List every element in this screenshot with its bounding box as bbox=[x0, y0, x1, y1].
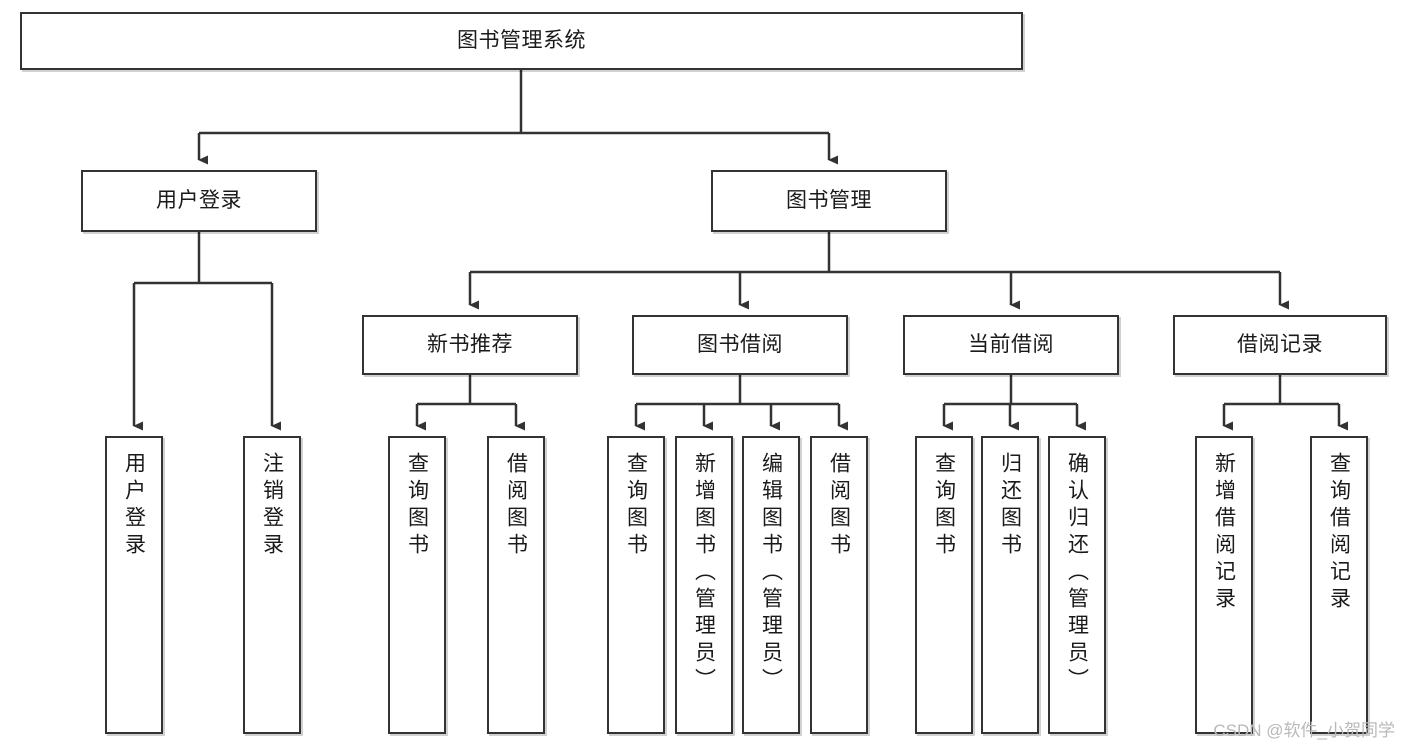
node-leaf-user-logout[interactable]: 注销登录 bbox=[243, 436, 301, 734]
node-leaf-borrow-book-1[interactable]: 借阅图书 bbox=[487, 436, 545, 734]
node-leaf-confirm-return[interactable]: 确认归还（管理员） bbox=[1048, 436, 1106, 734]
node-borrow-record-label: 借阅记录 bbox=[1237, 333, 1323, 357]
node-leaf-edit-book[interactable]: 编辑图书（管理员） bbox=[742, 436, 800, 734]
node-leaf-confirm-return-label: 确认归还（管理员） bbox=[1065, 452, 1089, 695]
node-leaf-query-book-1-label: 查询图书 bbox=[405, 452, 429, 560]
node-root-label: 图书管理系统 bbox=[457, 29, 586, 53]
node-leaf-query-borrow-record[interactable]: 查询借阅记录 bbox=[1310, 436, 1368, 734]
node-borrow-record[interactable]: 借阅记录 bbox=[1173, 315, 1387, 375]
node-leaf-query-book-3[interactable]: 查询图书 bbox=[915, 436, 973, 734]
node-leaf-borrow-book-1-label: 借阅图书 bbox=[504, 452, 528, 560]
node-root[interactable]: 图书管理系统 bbox=[20, 12, 1023, 70]
node-new-book-recommend[interactable]: 新书推荐 bbox=[362, 315, 578, 375]
node-leaf-query-book-1[interactable]: 查询图书 bbox=[388, 436, 446, 734]
node-leaf-query-book-3-label: 查询图书 bbox=[932, 452, 956, 560]
node-leaf-query-book-2[interactable]: 查询图书 bbox=[607, 436, 665, 734]
node-leaf-borrow-book-2[interactable]: 借阅图书 bbox=[810, 436, 868, 734]
node-leaf-add-borrow-record-label: 新增借阅记录 bbox=[1212, 452, 1236, 614]
node-leaf-user-login[interactable]: 用户登录 bbox=[105, 436, 163, 734]
node-current-borrow[interactable]: 当前借阅 bbox=[903, 315, 1119, 375]
node-book-borrow-label: 图书借阅 bbox=[697, 333, 783, 357]
node-leaf-add-book-label: 新增图书（管理员） bbox=[692, 452, 716, 695]
node-leaf-user-login-label: 用户登录 bbox=[122, 452, 146, 560]
node-leaf-add-borrow-record[interactable]: 新增借阅记录 bbox=[1195, 436, 1253, 734]
node-new-book-recommend-label: 新书推荐 bbox=[427, 333, 513, 357]
node-leaf-return-book[interactable]: 归还图书 bbox=[981, 436, 1039, 734]
node-leaf-add-book[interactable]: 新增图书（管理员） bbox=[675, 436, 733, 734]
node-leaf-borrow-book-2-label: 借阅图书 bbox=[827, 452, 851, 560]
node-leaf-query-book-2-label: 查询图书 bbox=[624, 452, 648, 560]
node-book-borrow[interactable]: 图书借阅 bbox=[632, 315, 848, 375]
node-book-manage[interactable]: 图书管理 bbox=[711, 170, 947, 232]
node-current-borrow-label: 当前借阅 bbox=[968, 333, 1054, 357]
node-leaf-query-borrow-record-label: 查询借阅记录 bbox=[1327, 452, 1351, 614]
node-book-manage-label: 图书管理 bbox=[786, 189, 872, 213]
node-leaf-user-logout-label: 注销登录 bbox=[260, 452, 284, 560]
node-user-login-label: 用户登录 bbox=[156, 189, 242, 213]
node-leaf-edit-book-label: 编辑图书（管理员） bbox=[759, 452, 783, 695]
node-leaf-return-book-label: 归还图书 bbox=[998, 452, 1022, 560]
node-user-login[interactable]: 用户登录 bbox=[81, 170, 317, 232]
